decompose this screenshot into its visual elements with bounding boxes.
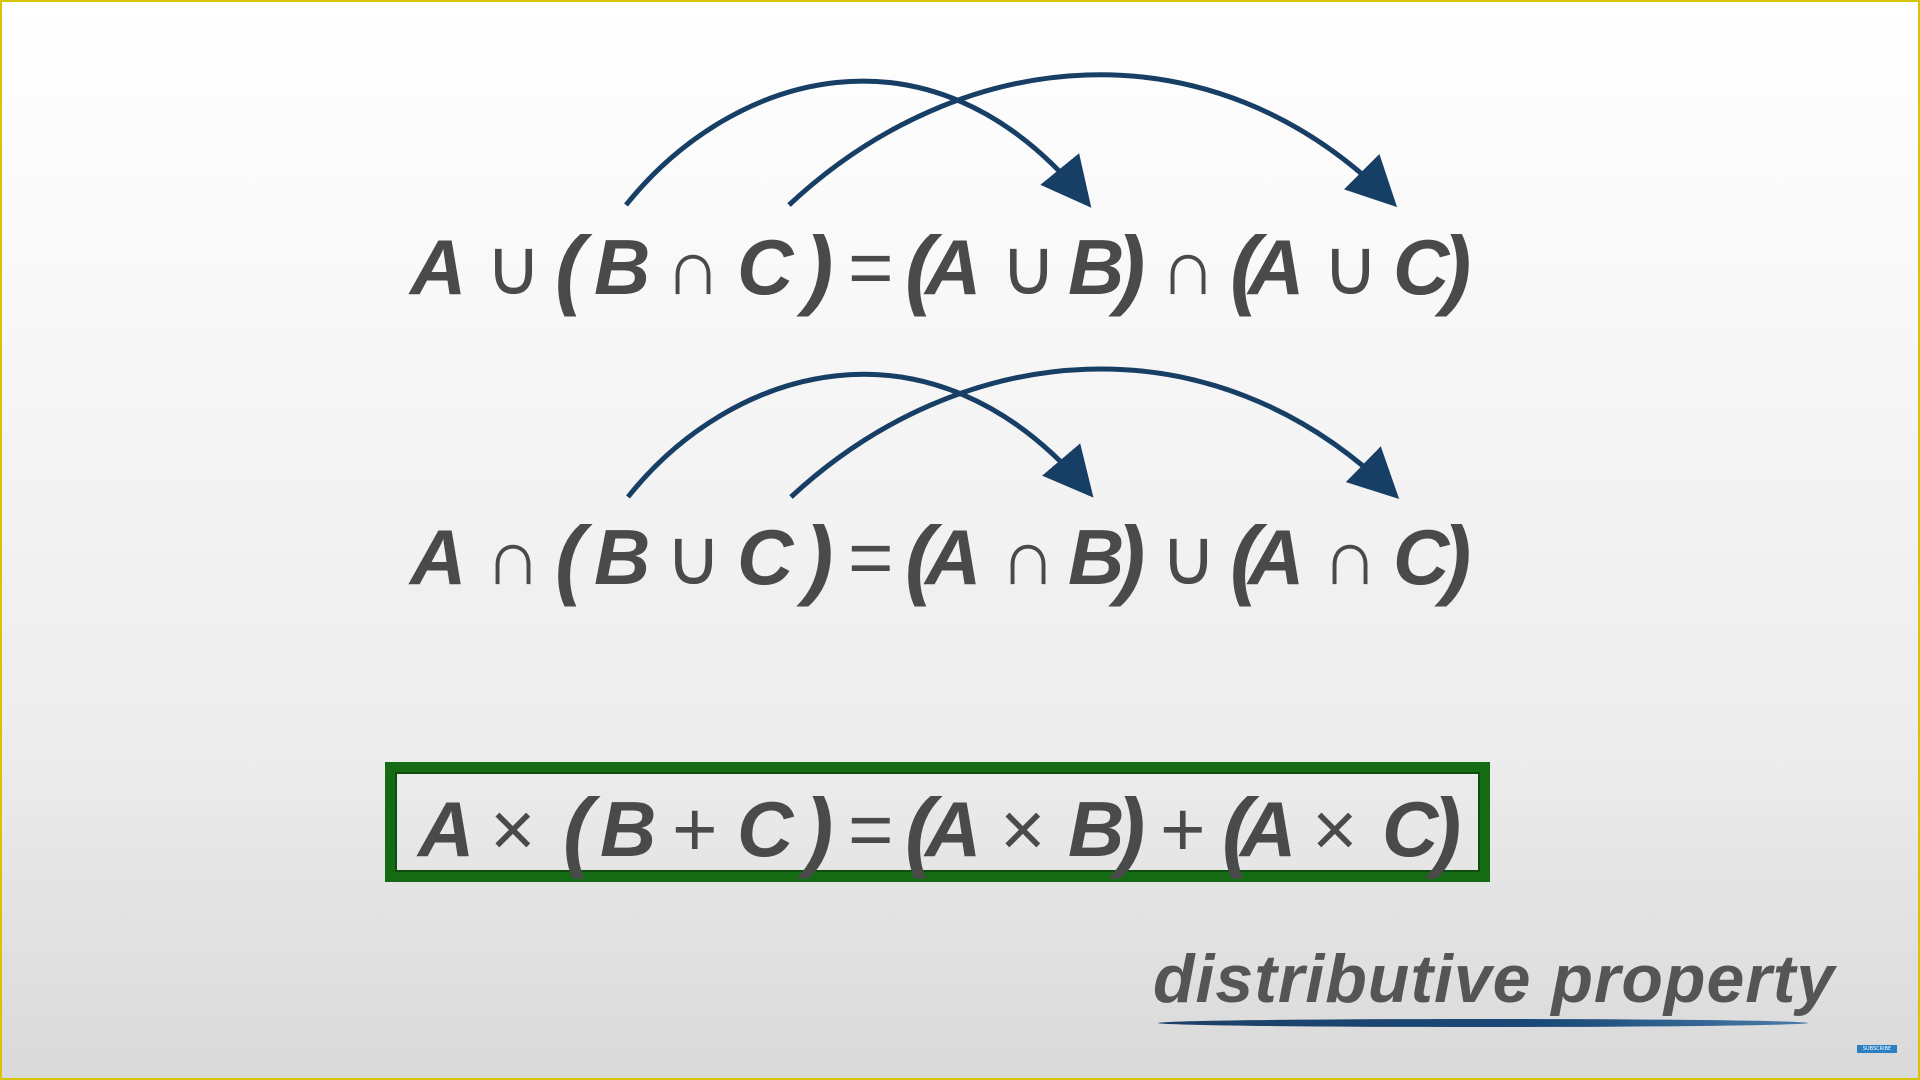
close-paren: )	[1442, 218, 1472, 317]
open-paren: (	[1230, 508, 1260, 607]
equals-symbol: =	[848, 785, 894, 873]
set-variable-b: B	[600, 785, 657, 873]
close-paren: )	[1116, 780, 1146, 879]
open-paren: (	[1222, 780, 1252, 879]
union-symbol: ∪	[1160, 513, 1218, 601]
set-variable-c: C	[1382, 785, 1439, 873]
close-paren: )	[804, 218, 834, 317]
set-variable-b: B	[1068, 513, 1125, 601]
times-symbol: ×	[1312, 785, 1358, 873]
set-variable-a: A	[1248, 513, 1305, 601]
open-paren: (	[563, 780, 593, 879]
intersection-symbol: ∩	[1000, 513, 1057, 601]
set-variable-b: B	[594, 223, 651, 311]
arrow-a-to-second-term	[789, 366, 1400, 499]
arrow-a-to-first-term	[626, 371, 1094, 499]
arrow-a-to-second-term	[787, 72, 1398, 208]
open-paren: (	[905, 218, 935, 317]
set-variable-a: A	[410, 223, 467, 311]
set-variable-b: B	[1068, 223, 1125, 311]
set-variable-c: C	[1393, 513, 1450, 601]
open-paren: (	[905, 508, 935, 607]
set-variable-a: A	[925, 513, 982, 601]
union-symbol: ∪	[485, 223, 543, 311]
union-symbol: ∪	[665, 513, 723, 601]
open-paren: (	[555, 218, 585, 317]
open-paren: (	[1230, 218, 1260, 317]
plus-symbol: +	[672, 785, 718, 873]
close-paren: )	[1116, 508, 1146, 607]
caption-underline	[1158, 1019, 1808, 1027]
open-paren: (	[555, 508, 585, 607]
times-symbol: ×	[1000, 785, 1046, 873]
union-symbol: ∪	[1322, 223, 1380, 311]
plus-symbol: +	[1160, 785, 1206, 873]
open-paren: (	[905, 780, 935, 879]
intersection-symbol: ∩	[1160, 223, 1217, 311]
set-variable-c: C	[1393, 223, 1450, 311]
set-variable-a: A	[1248, 223, 1305, 311]
equals-symbol: =	[848, 223, 894, 311]
arrow-a-to-first-term	[624, 78, 1092, 208]
close-paren: )	[1442, 508, 1472, 607]
times-symbol: ×	[490, 785, 536, 873]
set-variable-a: A	[925, 223, 982, 311]
intersection-symbol: ∩	[485, 513, 542, 601]
set-variable-a: A	[418, 785, 475, 873]
set-variable-a: A	[1240, 785, 1297, 873]
union-symbol: ∪	[1000, 223, 1058, 311]
set-variable-b: B	[594, 513, 651, 601]
highlight-box	[385, 762, 1490, 882]
intersection-symbol: ∩	[1322, 513, 1379, 601]
set-variable-c: C	[737, 223, 794, 311]
close-paren: )	[1116, 218, 1146, 317]
set-variable-c: C	[737, 785, 794, 873]
close-paren: )	[1432, 780, 1462, 879]
intersection-symbol: ∩	[665, 223, 722, 311]
set-variable-b: B	[1068, 785, 1125, 873]
set-variable-c: C	[737, 513, 794, 601]
subscribe-button[interactable]: SUBSCRIBE	[1857, 1045, 1897, 1053]
close-paren: )	[804, 508, 834, 607]
caption-title: distributive property	[1153, 941, 1836, 1017]
close-paren: )	[804, 780, 834, 879]
set-variable-a: A	[410, 513, 467, 601]
equals-symbol: =	[848, 513, 894, 601]
set-variable-a: A	[925, 785, 982, 873]
